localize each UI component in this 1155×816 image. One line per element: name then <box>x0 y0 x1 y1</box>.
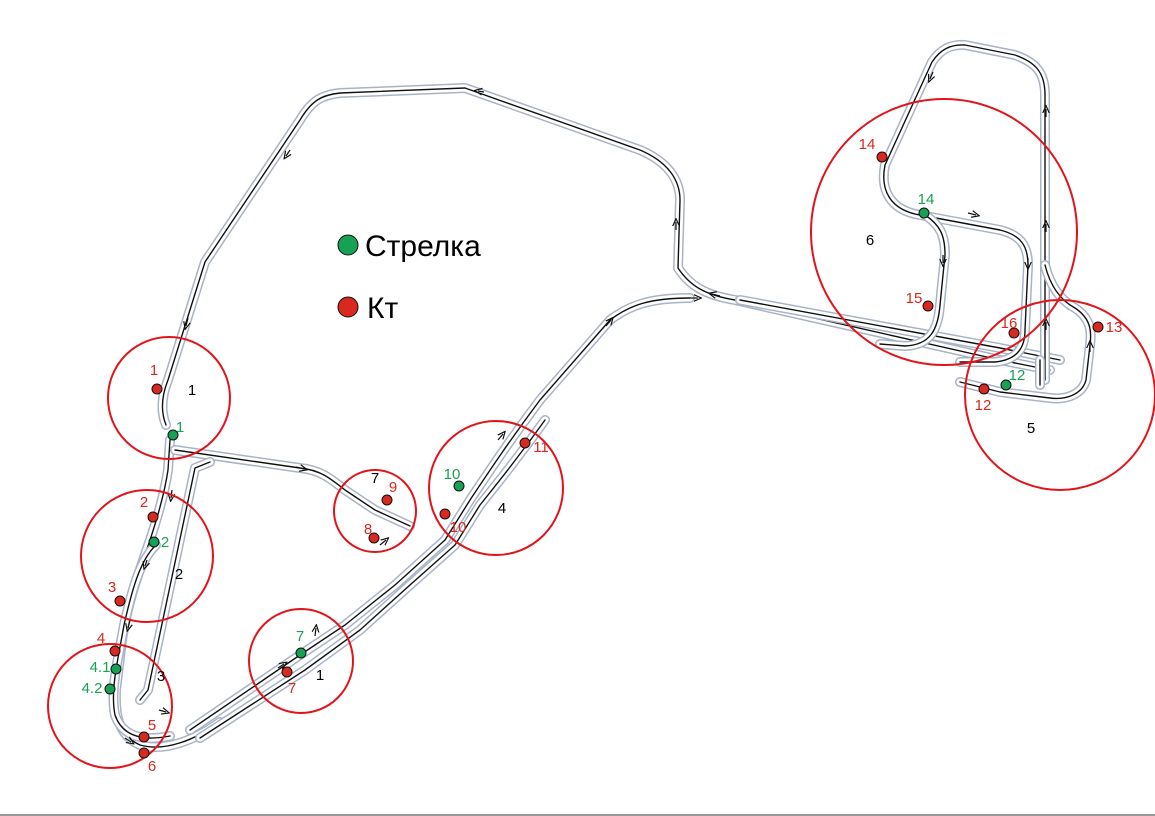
checkpoint-label-k12: 12 <box>975 397 992 414</box>
direction-arrow <box>145 559 147 566</box>
checkpoint-marker-k10 <box>439 508 451 520</box>
checkpoint-label-k10: 10 <box>450 519 467 536</box>
legend-switch-dot <box>337 234 359 256</box>
switch-label-s1: 1 <box>176 419 184 436</box>
checkpoint-marker-k8 <box>368 532 380 544</box>
checkpoint-label-k2: 2 <box>140 494 148 511</box>
switch-label-s42: 4.2 <box>82 680 103 697</box>
zone-label-z7: 7 <box>371 470 379 487</box>
switch-label-s2: 2 <box>161 534 169 551</box>
direction-arrow <box>478 91 485 92</box>
switch-marker-s2 <box>148 536 160 548</box>
direction-arrow <box>712 294 721 296</box>
zone-circle-z7 <box>333 469 417 553</box>
switch-marker-s1 <box>167 429 179 441</box>
bottom-divider <box>0 814 1155 816</box>
switch-label-s7: 7 <box>296 628 304 645</box>
switch-marker-s14 <box>918 207 930 219</box>
direction-arrow <box>379 540 386 545</box>
checkpoint-marker-k14 <box>876 151 888 163</box>
checkpoint-label-k9: 9 <box>389 479 397 496</box>
zone-circle-z1b <box>248 608 354 714</box>
checkpoint-label-k3: 3 <box>108 579 116 596</box>
switch-marker-s7 <box>295 647 307 659</box>
checkpoint-label-k15: 15 <box>906 290 923 307</box>
switch-label-s10: 10 <box>444 466 461 483</box>
checkpoint-label-k16: 16 <box>1001 315 1018 332</box>
direction-arrow <box>277 664 284 668</box>
checkpoint-label-k14: 14 <box>859 136 876 153</box>
track-network <box>108 39 1096 753</box>
checkpoint-marker-k5 <box>138 731 150 743</box>
main-loop-track <box>157 83 1055 430</box>
legend: Стрелка Кт <box>337 230 481 325</box>
zone-label-z1b: 1 <box>316 667 324 684</box>
direction-arrow <box>606 320 611 327</box>
switch-label-s12: 12 <box>1009 367 1026 384</box>
checkpoint-label-k4: 4 <box>97 630 105 647</box>
checkpoint-marker-k16 <box>1008 327 1020 339</box>
checkpoint-label-k5: 5 <box>148 717 156 734</box>
legend-switch-label: Стрелка <box>365 230 481 263</box>
checkpoint-marker-k7 <box>281 666 293 678</box>
zone-circle-z2 <box>80 489 214 623</box>
switch-label-s14: 14 <box>918 191 935 208</box>
checkpoint-label-k13: 13 <box>1106 319 1123 336</box>
zone-label-z3: 3 <box>157 668 165 685</box>
zone-circle-z3 <box>47 643 173 769</box>
zone-circle-z1a <box>107 336 231 460</box>
checkpoint-marker-k3 <box>114 595 126 607</box>
direction-arrow <box>158 710 166 712</box>
checkpoint-marker-k9 <box>381 494 393 506</box>
direction-arrow <box>128 619 130 628</box>
direction-arrow <box>930 71 933 79</box>
zone-circle-z6 <box>810 98 1078 366</box>
switch-marker-s10 <box>453 480 465 492</box>
zone-circle-z5 <box>964 299 1155 491</box>
switch-marker-s12 <box>1000 379 1012 391</box>
direction-arrow <box>186 317 188 326</box>
direction-arrow <box>315 628 316 637</box>
checkpoint-marker-k12 <box>978 383 990 395</box>
direction-arrow <box>498 434 503 441</box>
zone-label-z5: 5 <box>1027 420 1035 437</box>
zone-label-z6: 6 <box>866 232 874 249</box>
checkpoint-marker-k1 <box>151 383 163 395</box>
diagonal-track <box>185 293 695 743</box>
checkpoint-marker-k13 <box>1092 321 1104 333</box>
checkpoint-label-k6: 6 <box>148 758 156 775</box>
switch-marker-s42 <box>104 683 116 695</box>
direction-arrow <box>124 738 131 742</box>
legend-checkpoint-label: Кт <box>367 292 398 325</box>
zone-circle-z4 <box>428 420 564 556</box>
switch-marker-s41 <box>110 663 122 675</box>
checkpoint-label-k11: 11 <box>533 439 549 456</box>
checkpoint-label-k7: 7 <box>288 680 296 697</box>
zone-label-z1a: 1 <box>188 382 196 399</box>
checkpoint-marker-k2 <box>147 511 159 523</box>
right-complex-track <box>735 39 1096 404</box>
direction-arrow <box>295 467 304 469</box>
switch-label-s41: 4.1 <box>90 659 111 676</box>
direction-arrow <box>286 149 290 156</box>
checkpoint-label-k1: 1 <box>150 362 158 379</box>
checkpoint-label-k8: 8 <box>364 521 372 538</box>
checkpoint-marker-k6 <box>138 747 150 759</box>
checkpoint-marker-k15 <box>922 300 934 312</box>
checkpoint-marker-k11 <box>519 437 531 449</box>
checkpoint-marker-k4 <box>109 645 121 657</box>
legend-checkpoint-dot <box>337 296 359 318</box>
zone-label-z4: 4 <box>498 500 506 517</box>
zone-label-z2: 2 <box>175 566 183 583</box>
direction-arrow <box>967 213 976 215</box>
